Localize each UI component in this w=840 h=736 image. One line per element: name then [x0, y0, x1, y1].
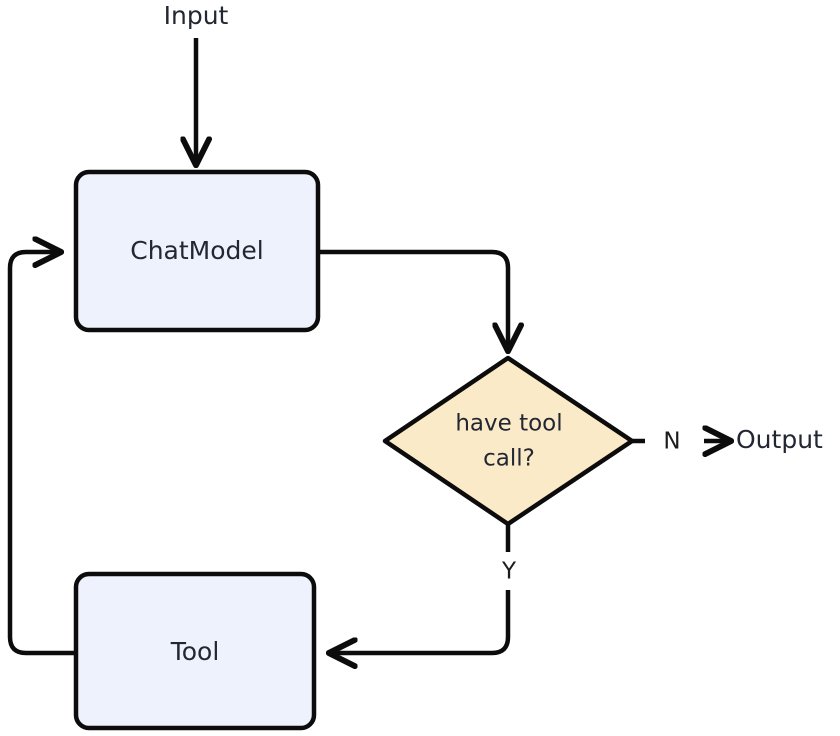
node-decision-diamond[interactable]: [382, 355, 635, 527]
edge-label-y: Y: [501, 559, 517, 585]
node-tool-label: Tool: [170, 637, 220, 666]
node-tool-box[interactable]: [73, 571, 317, 731]
terminal-label-output: Output: [736, 425, 823, 454]
edge-tool-to-chatmodel-loop: [7, 252, 76, 656]
edge-label-n: N: [663, 429, 680, 455]
node-decision-label-line2: call?: [483, 446, 535, 472]
node-decision-label-line1: have tool: [455, 411, 562, 437]
edge-decision-to-tool-lower: [330, 590, 511, 653]
node-chatmodel-box[interactable]: [73, 169, 321, 333]
node-chatmodel-label: ChatModel: [130, 236, 263, 265]
edge-chatmodel-to-decision: [320, 249, 508, 350]
terminal-label-input: Input: [164, 1, 229, 30]
